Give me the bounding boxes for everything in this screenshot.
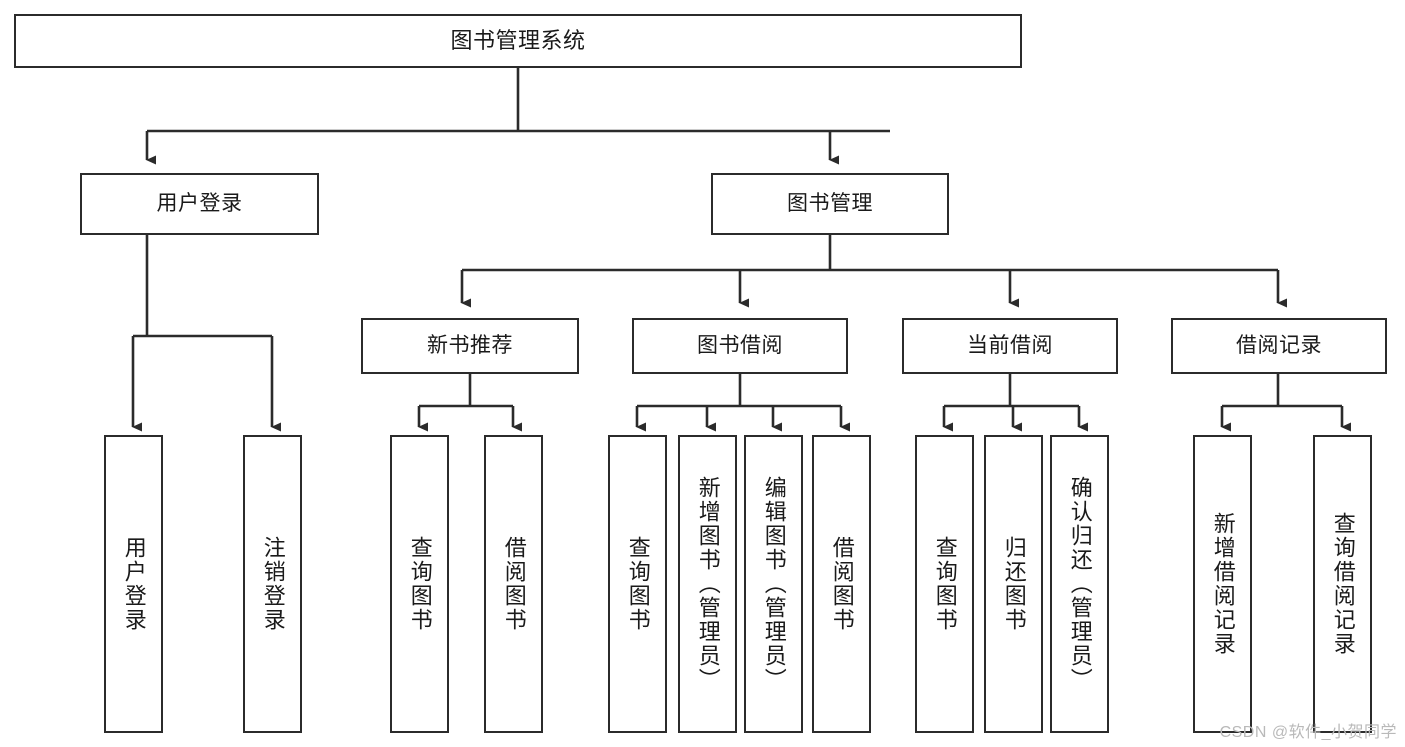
node-leaf-add-book-label: 新增图书（管理员） [695, 476, 721, 692]
node-root[interactable]: 图书管理系统 [14, 14, 1022, 68]
node-borrow-record-label: 借阅记录 [1236, 333, 1322, 357]
node-new-book-recommend[interactable]: 新书推荐 [361, 318, 579, 374]
node-leaf-query-record[interactable]: 查询借阅记录 [1313, 435, 1372, 733]
node-leaf-borrow-book-1-label: 借阅图书 [501, 536, 527, 632]
node-leaf-user-login-label: 用户登录 [121, 536, 147, 632]
node-new-book-recommend-label: 新书推荐 [427, 333, 513, 357]
node-user-login[interactable]: 用户登录 [80, 173, 319, 235]
node-leaf-logout-login-label: 注销登录 [260, 536, 286, 632]
node-leaf-borrow-book-2[interactable]: 借阅图书 [812, 435, 871, 733]
node-book-borrow[interactable]: 图书借阅 [632, 318, 848, 374]
node-leaf-add-book[interactable]: 新增图书（管理员） [678, 435, 737, 733]
node-current-borrow-label: 当前借阅 [967, 333, 1053, 357]
node-leaf-logout-login[interactable]: 注销登录 [243, 435, 302, 733]
node-leaf-query-record-label: 查询借阅记录 [1330, 512, 1356, 656]
node-leaf-add-record-label: 新增借阅记录 [1210, 512, 1236, 656]
node-leaf-query-book-1[interactable]: 查询图书 [390, 435, 449, 733]
node-book-management[interactable]: 图书管理 [711, 173, 949, 235]
node-borrow-record[interactable]: 借阅记录 [1171, 318, 1387, 374]
node-leaf-query-book-3[interactable]: 查询图书 [915, 435, 974, 733]
node-root-label: 图书管理系统 [450, 28, 586, 54]
node-leaf-query-book-3-label: 查询图书 [932, 536, 958, 632]
node-leaf-confirm-return[interactable]: 确认归还（管理员） [1050, 435, 1109, 733]
node-current-borrow[interactable]: 当前借阅 [902, 318, 1118, 374]
node-leaf-edit-book-label: 编辑图书（管理员） [761, 476, 787, 692]
node-leaf-user-login[interactable]: 用户登录 [104, 435, 163, 733]
node-book-management-label: 图书管理 [787, 191, 873, 215]
node-leaf-borrow-book-1[interactable]: 借阅图书 [484, 435, 543, 733]
node-leaf-confirm-return-label: 确认归还（管理员） [1067, 476, 1093, 692]
watermark-text: CSDN @软件_小贺同学 [1219, 724, 1397, 741]
node-book-borrow-label: 图书借阅 [697, 333, 783, 357]
node-leaf-borrow-book-2-label: 借阅图书 [829, 536, 855, 632]
node-leaf-edit-book[interactable]: 编辑图书（管理员） [744, 435, 803, 733]
node-leaf-query-book-2-label: 查询图书 [625, 536, 651, 632]
node-leaf-add-record[interactable]: 新增借阅记录 [1193, 435, 1252, 733]
node-user-login-label: 用户登录 [156, 191, 243, 215]
node-leaf-query-book-1-label: 查询图书 [407, 536, 433, 632]
node-leaf-query-book-2[interactable]: 查询图书 [608, 435, 667, 733]
node-leaf-return-book-label: 归还图书 [1001, 536, 1027, 632]
node-leaf-return-book[interactable]: 归还图书 [984, 435, 1043, 733]
